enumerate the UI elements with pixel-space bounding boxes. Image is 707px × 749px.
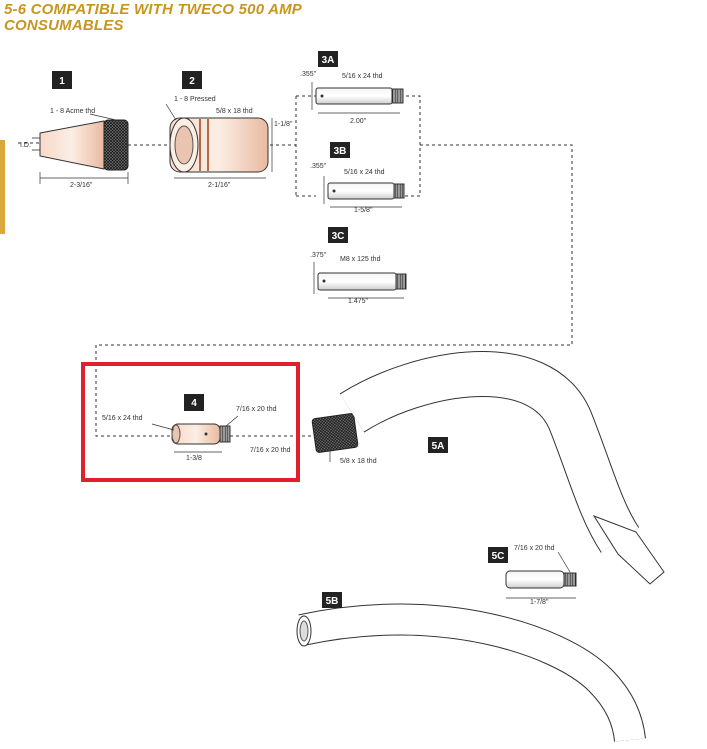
badge-2-label: 2: [189, 76, 195, 87]
p3a-thread-label: 5/16 x 24 thd: [342, 73, 383, 80]
p3c-thread-label: M8 x 125 thd: [340, 256, 381, 263]
title-line-1: 5-6 COMPATIBLE WITH TWECO 500 AMP: [4, 1, 303, 18]
p2-length-label: 2-1/16": [208, 182, 231, 189]
badge-1-label: 1: [59, 76, 65, 87]
badge-1: 1: [52, 71, 72, 89]
part-5a-gooseneck[interactable]: [311, 351, 665, 585]
p2-thread2-label: 5/8 x 18 thd: [216, 108, 253, 115]
part-2-insulator[interactable]: [165, 103, 273, 179]
badge-3c: 3C: [328, 227, 348, 243]
p3a-dia-label: .355": [300, 71, 317, 78]
part-5b-tube[interactable]: [296, 603, 646, 743]
badge-5a-label: 5A: [432, 441, 445, 452]
p4-length-label: 1-3/8: [186, 455, 202, 462]
side-accent-bar: [0, 140, 5, 234]
badge-3a-label: 3A: [322, 55, 335, 66]
part-1-nozzle[interactable]: [32, 113, 129, 184]
badge-2: 2: [182, 71, 202, 89]
p1-thread-label: 1 - 8 Acme thd: [50, 108, 95, 115]
p1-length-label: 2-3/16": [70, 182, 93, 189]
badge-4: 4: [184, 394, 204, 411]
p1-id-label: I.D.: [20, 142, 31, 149]
p2-dia-label: 1-1/8": [274, 121, 293, 128]
badge-5c-label: 5C: [492, 551, 505, 562]
p5c-thread-label: 7/16 x 20 thd: [514, 545, 555, 552]
p3b-thread-label: 5/16 x 24 thd: [344, 169, 385, 176]
p3c-length-label: 1.475": [348, 298, 369, 305]
p4-thread-right-label: 7/16 x 20 thd: [236, 406, 277, 413]
badge-3a: 3A: [318, 51, 338, 67]
part-3b-tip[interactable]: [323, 176, 405, 208]
page-title: 5-6 COMPATIBLE WITH TWECO 500 AMP CONSUM…: [4, 2, 302, 34]
p3c-dia-label: .375": [310, 252, 327, 259]
p2-thread-label: 1 - 8 Pressed: [174, 96, 216, 103]
p3b-dia-label: .355": [310, 163, 327, 170]
badge-5a: 5A: [428, 437, 448, 453]
badge-3b-label: 3B: [334, 146, 347, 157]
badge-5c: 5C: [488, 547, 508, 563]
part-4-adapter[interactable]: [151, 415, 239, 453]
p5a-thread-out-label: 5/8 x 18 thd: [340, 458, 377, 465]
badge-3b: 3B: [330, 142, 350, 158]
badge-3c-label: 3C: [332, 231, 345, 242]
badge-5b: 5B: [322, 592, 342, 608]
title-line-2: CONSUMABLES: [4, 17, 124, 34]
p3a-length-label: 2.00": [350, 118, 367, 125]
badge-5b-label: 5B: [326, 596, 339, 607]
p5a-thread-in-label: 7/16 x 20 thd: [250, 447, 291, 454]
p4-thread-left-label: 5/16 x 24 thd: [102, 415, 143, 422]
p3b-length-label: 1-5/8": [354, 207, 373, 214]
part-5c-tube[interactable]: [505, 551, 577, 599]
connection-lines: [18, 95, 573, 437]
part-3a-tip[interactable]: [311, 82, 404, 114]
highlight-box: [81, 362, 300, 482]
p5c-length-label: 1-7/8": [530, 599, 549, 606]
part-3c-tip[interactable]: [313, 262, 407, 299]
badge-4-label: 4: [191, 398, 197, 409]
